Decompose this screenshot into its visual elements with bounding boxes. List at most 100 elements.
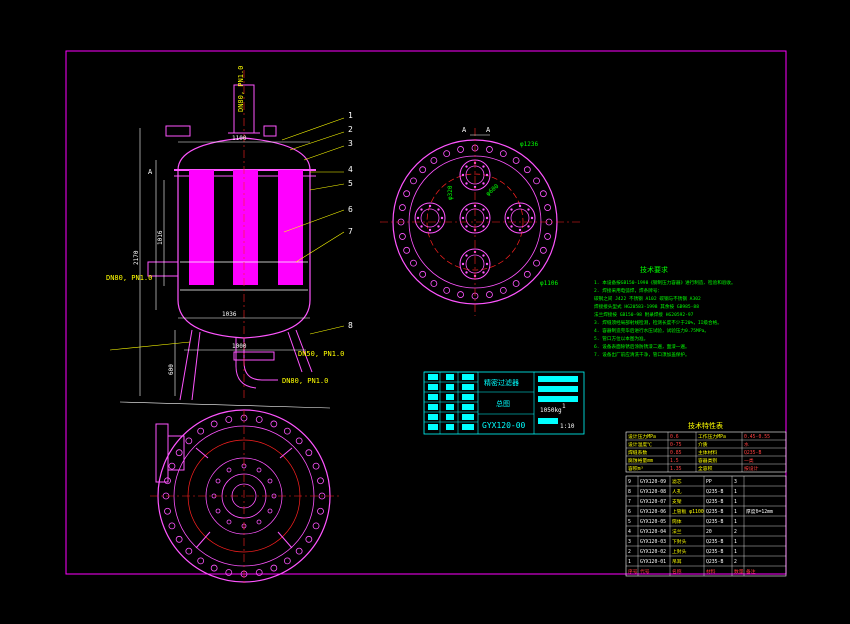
bom-cell: PP bbox=[706, 479, 712, 485]
design-table-cell: 设计压力MPa bbox=[628, 433, 656, 440]
bolt-hole bbox=[267, 478, 273, 484]
bolt-hole bbox=[168, 522, 176, 530]
bolt-hole bbox=[482, 182, 485, 185]
tech-notes-title: 技术要求 bbox=[640, 265, 668, 274]
bolt-hole bbox=[499, 150, 507, 158]
tech-notes: 1. 本设备按GB150-1998《钢制压力容器》进行制造、检验和验收。2. 焊… bbox=[594, 279, 736, 358]
bolt-hole bbox=[512, 280, 520, 287]
bolt-hole bbox=[305, 535, 313, 543]
bolt-hole bbox=[210, 420, 218, 428]
bom-cell: 6 bbox=[628, 509, 631, 515]
bottom-width-dim: 1000 bbox=[232, 343, 247, 350]
bolt-hole bbox=[457, 291, 464, 298]
design-table-cell: 容器类别 bbox=[698, 457, 717, 464]
bolt-hole bbox=[499, 286, 507, 294]
bolt-hole bbox=[295, 437, 303, 445]
bolt-hole bbox=[465, 225, 468, 228]
bolt-hole bbox=[225, 569, 233, 576]
tech-note-line: 焊接接头型式 HG20583-1998 其余按 GB985-88 bbox=[594, 303, 699, 310]
bolt-hole bbox=[185, 547, 193, 555]
bolt-hole bbox=[403, 190, 411, 198]
bolt-hole bbox=[533, 177, 540, 185]
bolt-hole bbox=[465, 271, 468, 274]
bolt-hole bbox=[437, 225, 440, 228]
bolt-hole bbox=[225, 416, 233, 423]
bolt-hole bbox=[283, 557, 291, 565]
tech-note-line: 1. 本设备按GB150-1998《钢制压力容器》进行制造、检验和验收。 bbox=[594, 279, 736, 286]
bom-cell: 1 bbox=[734, 489, 737, 495]
tech-note-line: 4. 容器制造完毕后进行水压试验，试验压力0.75MPa。 bbox=[594, 327, 709, 334]
bom-cell: 7 bbox=[628, 499, 631, 505]
bolt-hole bbox=[512, 157, 520, 164]
plan-callout: φ1236 bbox=[520, 141, 538, 148]
bolt-hole bbox=[539, 190, 547, 198]
bolt-hole bbox=[197, 557, 205, 565]
bom-cell: 数量 bbox=[734, 568, 744, 575]
bolt-hole bbox=[523, 166, 531, 174]
bolt-hole bbox=[482, 208, 485, 211]
title-block-sheet: 1 bbox=[562, 403, 566, 410]
bolt-hole bbox=[256, 467, 262, 473]
bolt-hole bbox=[486, 291, 493, 298]
bolt-hole bbox=[283, 427, 291, 435]
vessel-shell bbox=[177, 137, 311, 339]
bom-cell: 上管板 φ1100 bbox=[672, 508, 704, 515]
bom-cell: GYX120-01 bbox=[640, 559, 666, 565]
bom-cell: 1 bbox=[628, 559, 631, 565]
bolt-hole bbox=[215, 478, 221, 484]
bolt-hole bbox=[527, 208, 530, 211]
bolt-hole bbox=[482, 254, 485, 257]
bolt-hole bbox=[482, 271, 485, 274]
bolt-hole bbox=[226, 467, 232, 473]
bolt-hole bbox=[270, 420, 278, 428]
bolt-hole bbox=[527, 225, 530, 228]
bolt-hole bbox=[399, 233, 406, 240]
bolt-hole bbox=[164, 507, 171, 515]
plan-view-tube-plate bbox=[380, 128, 580, 316]
bolt-hole bbox=[430, 157, 438, 164]
bolt-hole bbox=[175, 449, 183, 457]
bolt-hole bbox=[440, 216, 444, 220]
bolt-hole bbox=[399, 204, 406, 211]
inner-width-dim: 1036 bbox=[222, 311, 237, 318]
bom-cell: Q235-B bbox=[706, 499, 723, 505]
title-block-weight: 1050kg bbox=[540, 407, 562, 414]
lifting-lug bbox=[165, 125, 191, 137]
bolt-hole bbox=[256, 519, 262, 525]
foot-height-dim: 600 bbox=[168, 364, 175, 375]
bom-cell: 备注 bbox=[746, 568, 756, 575]
leader-callouts bbox=[109, 117, 345, 351]
shell-width-dim: 1100 bbox=[232, 135, 247, 142]
bolt-hole bbox=[305, 449, 313, 457]
bolt-hole bbox=[506, 216, 510, 220]
leader-number: 7 bbox=[348, 227, 353, 236]
design-table-cell: 介质 bbox=[698, 441, 708, 448]
section-mark-plan: A bbox=[486, 126, 491, 134]
design-table-cell: 1.5 bbox=[670, 458, 679, 464]
bom-cell: GYX120-06 bbox=[640, 509, 666, 515]
bom-cell: Q235-B bbox=[706, 519, 723, 525]
leader-number: 2 bbox=[348, 125, 353, 134]
tech-note-line: 6. 设备表面除锈后涂防锈漆二遍，面漆一遍。 bbox=[594, 343, 690, 350]
bom-cell: GYX120-02 bbox=[640, 549, 666, 555]
design-table-cell: 水 bbox=[744, 441, 749, 448]
cartridge-hole bbox=[504, 202, 536, 234]
title-block-code: GYX120-00 bbox=[482, 421, 526, 430]
bom-cell: 名称 bbox=[672, 568, 682, 575]
bolt-hole bbox=[175, 535, 183, 543]
bolt-hole bbox=[482, 165, 485, 168]
title-block-name: 精密过滤器 bbox=[484, 378, 519, 387]
bom-cell: 1 bbox=[734, 509, 737, 515]
bom-cell: Q235-B bbox=[706, 549, 723, 555]
bottom-outlet-pipe bbox=[243, 338, 278, 381]
design-table-cell: 主体材料 bbox=[698, 449, 717, 456]
leader-number: 6 bbox=[348, 205, 353, 214]
bolt-hole bbox=[428, 204, 432, 208]
bom-cell: 3 bbox=[628, 539, 631, 545]
tech-note-line: 7. 设备出厂前应清洗干净，管口须加盖保护。 bbox=[594, 351, 690, 358]
tech-note-line: 5. 管口方位以本图为准。 bbox=[594, 335, 648, 342]
plan-callout: φ1106 bbox=[540, 280, 558, 287]
top-outlet-label: DN80, PN1.0 bbox=[237, 66, 245, 112]
bolt-hole bbox=[270, 564, 278, 572]
